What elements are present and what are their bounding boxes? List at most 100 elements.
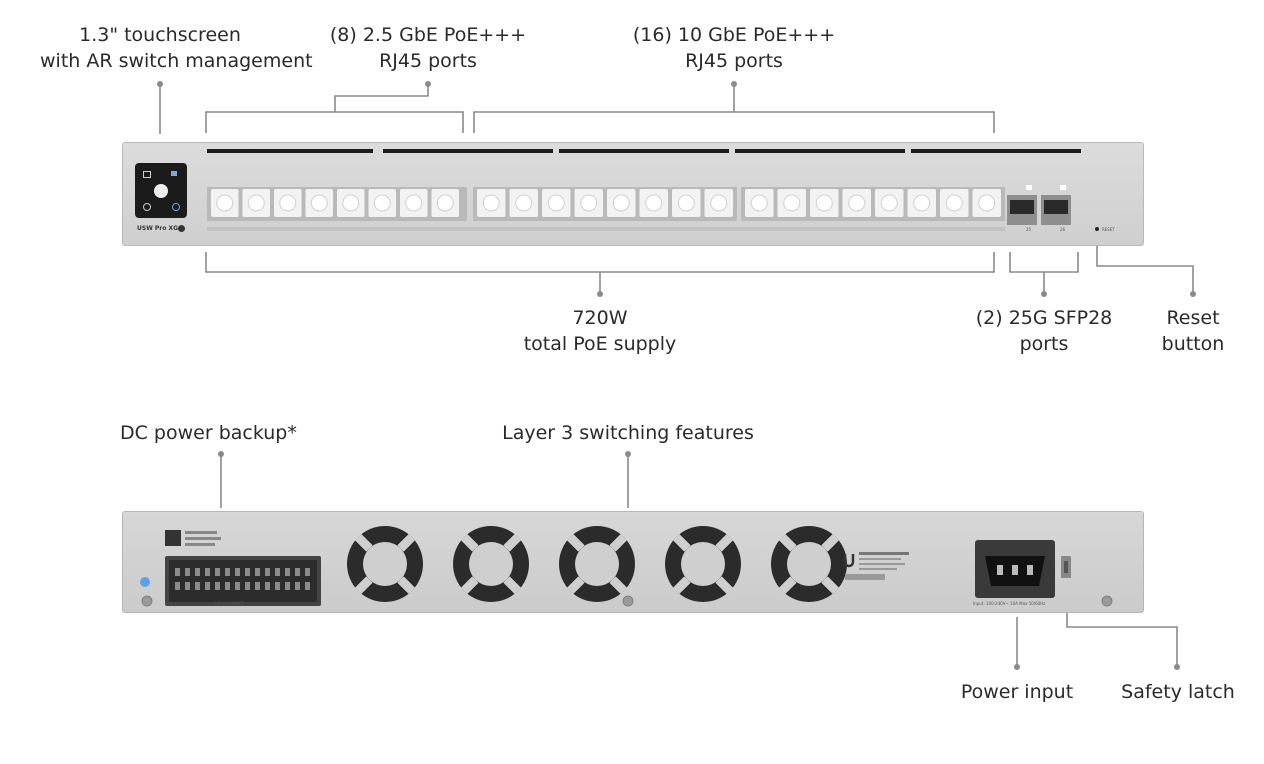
dc-pin (275, 582, 280, 590)
fan-spoke (609, 533, 628, 552)
fan-spoke (778, 533, 797, 552)
rj45-port-socket (612, 194, 630, 212)
dc-pin (285, 568, 290, 576)
rj45-port-socket (436, 194, 454, 212)
port-block-10-a (473, 187, 737, 221)
rj45-port-socket (848, 194, 866, 212)
sfp-cage (1044, 200, 1068, 214)
fan-spoke (397, 533, 416, 552)
port-block-10-b (741, 187, 1005, 221)
ports-10-label: (16) 10 GbE PoE+++ RJ45 ports (632, 24, 836, 72)
ubiquiti-logo-icon (843, 554, 855, 568)
sfp-led-26 (1060, 185, 1066, 190)
dc-pin (275, 568, 280, 576)
screen-icon-stats (171, 171, 177, 176)
rear-spec-text (859, 563, 905, 565)
screen-icon-settings (172, 203, 180, 211)
dc-pin (305, 582, 310, 590)
fan-spoke (397, 576, 416, 595)
sfp28-label: (2) 25G SFP28 ports (975, 307, 1113, 355)
vent-bar (559, 149, 729, 153)
dc-pin (255, 582, 260, 590)
rj45-port-socket (279, 194, 297, 212)
reset-text: RESET (1102, 227, 1115, 232)
screw-icon (1101, 595, 1113, 607)
fan-spoke (503, 533, 522, 552)
dc-connector-inner (169, 560, 317, 602)
dc-pin (205, 582, 210, 590)
fan-hub (787, 542, 831, 586)
rear-spec-text (859, 558, 901, 560)
serial-label (185, 543, 215, 546)
dc-pin (265, 568, 270, 576)
rj45-port-socket (945, 194, 963, 212)
fan-spoke (778, 576, 797, 595)
fan-spoke (672, 533, 691, 552)
sfp-bracket (1009, 252, 1079, 273)
rear-spec-text (859, 568, 897, 570)
power-rating-text: Input: 100-240V~ 10A Max 50/60Hz (973, 601, 1046, 606)
dc-pin (185, 568, 190, 576)
fan-spoke (354, 576, 373, 595)
connector-text: USP/CONNECT (215, 601, 244, 606)
serial-label (185, 531, 217, 534)
rj45-port-socket (216, 194, 234, 212)
safety-latch-leader (1066, 610, 1178, 667)
dc-pin (205, 568, 210, 576)
dc-pin (295, 582, 300, 590)
touchscreen-display[interactable] (135, 163, 187, 218)
ac-pin (1012, 565, 1018, 575)
dc-pin (225, 568, 230, 576)
ports-2-5-bracket (205, 111, 464, 133)
dc-led-icon (140, 577, 150, 587)
rj45-port-socket (310, 194, 328, 212)
rj45-port-socket (710, 194, 728, 212)
ports-2-5-leader (334, 84, 429, 112)
fan-hub (681, 542, 725, 586)
rj45-port-socket (580, 194, 598, 212)
serial-label (185, 537, 221, 540)
poe-bracket (205, 252, 995, 273)
fan-spoke (566, 576, 585, 595)
dc-pin (235, 582, 240, 590)
reset-button[interactable] (1095, 227, 1099, 231)
screen-icon-info (143, 203, 151, 211)
dc-pin (245, 582, 250, 590)
vent-bar (383, 149, 553, 153)
screw-icon (622, 595, 634, 607)
rj45-port-socket (913, 194, 931, 212)
poe-supply-label: 720W total PoE supply (523, 307, 677, 355)
certification-icons (845, 574, 885, 580)
reset-leader (1096, 244, 1194, 294)
rj45-port-socket (373, 194, 391, 212)
fan-spoke (566, 533, 585, 552)
rj45-port-socket (645, 194, 663, 212)
power-input-label: Power input (960, 681, 1074, 703)
port-led-strip (207, 227, 1005, 231)
ac-pin (997, 565, 1003, 575)
rj45-port-socket (247, 194, 265, 212)
switch-rear-panel: USP/CONNECT Input: 100-240V~ 10A Max 50/… (122, 511, 1144, 613)
safety-latch-grip (1064, 561, 1068, 573)
dc-pin (255, 568, 260, 576)
dc-pin (215, 582, 220, 590)
sfp-led-25 (1026, 185, 1032, 190)
dc-pin (215, 568, 220, 576)
touchscreen-dial-icon (154, 184, 168, 198)
ports-10-bracket (473, 111, 995, 133)
fan-spoke (672, 576, 691, 595)
rear-spec-text (859, 552, 909, 555)
rj45-port-socket (342, 194, 360, 212)
fan-spoke (715, 576, 734, 595)
fan-spoke (460, 576, 479, 595)
ports-2-5-label: (8) 2.5 GbE PoE+++ RJ45 ports (329, 24, 527, 72)
layer3-label: Layer 3 switching features (502, 422, 754, 444)
rj45-port-socket (677, 194, 695, 212)
screw-icon (141, 595, 153, 607)
touchscreen-label: 1.3" touchscreen with AR switch manageme… (40, 24, 313, 72)
dc-pin (295, 568, 300, 576)
safety-latch-label: Safety latch (1121, 681, 1235, 703)
model-label: USW Pro XG (137, 225, 179, 232)
fan-hub (575, 542, 619, 586)
